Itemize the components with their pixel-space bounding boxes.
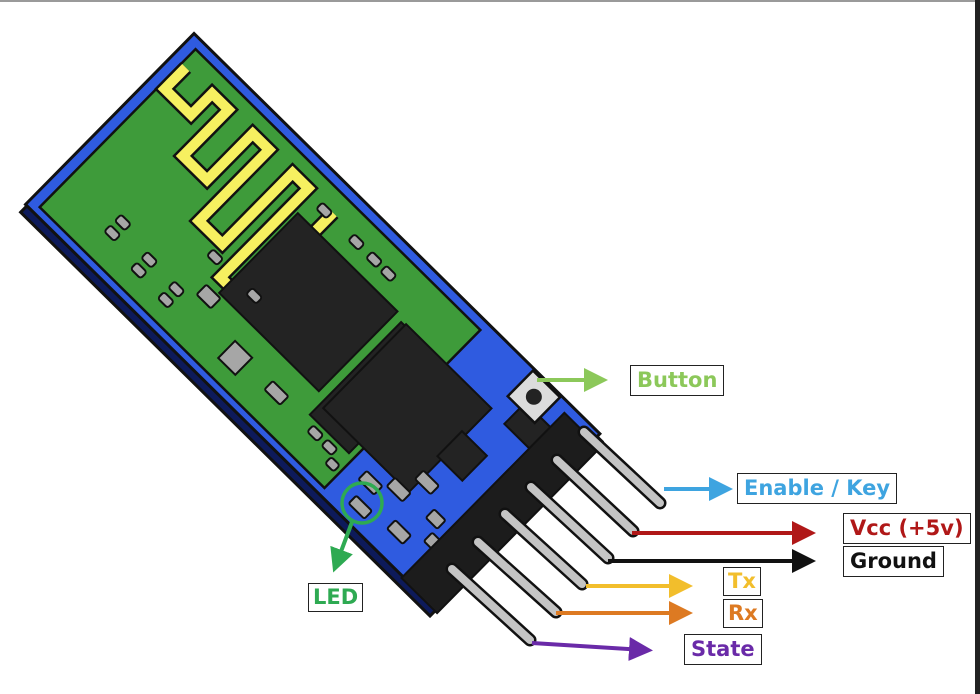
pin-ground [527,483,612,562]
frame-right-border [975,0,980,694]
crystal [216,339,254,377]
led-component [348,495,373,520]
label-led: LED [308,583,364,612]
main-chip [217,211,399,393]
label-button-text: Button [637,368,718,392]
label-led-text: LED [313,585,359,609]
label-tx: Tx [723,567,761,596]
label-button: Button [630,365,725,396]
pin-vcc [553,456,637,535]
label-ground-text: Ground [850,549,937,573]
led-arrow [330,521,354,573]
pin-tx [501,510,586,588]
pin-rx [474,538,560,616]
label-rx-text: Rx [728,601,758,625]
label-vcc: Vcc (+5v) [843,513,971,544]
label-vcc-text: Vcc (+5v) [850,516,964,540]
label-rx: Rx [723,599,763,628]
state-arrow [531,637,653,661]
header-pins [445,425,667,647]
push-button-knob [525,388,542,405]
label-tx-text: Tx [728,569,756,593]
pin-state [448,565,534,644]
antenna-trace [157,64,337,309]
regulator-chip [435,429,489,483]
frame-top-border [0,0,980,2]
pin-enable [580,428,664,507]
label-enable-key-text: Enable / Key [744,476,891,500]
label-ground: Ground [843,546,944,577]
hc05-board [18,31,605,619]
label-state: State [684,634,762,665]
label-state-text: State [691,637,755,661]
smd-components [104,202,397,472]
led-highlight-circle [340,481,384,525]
label-enable-key: Enable / Key [737,473,898,504]
